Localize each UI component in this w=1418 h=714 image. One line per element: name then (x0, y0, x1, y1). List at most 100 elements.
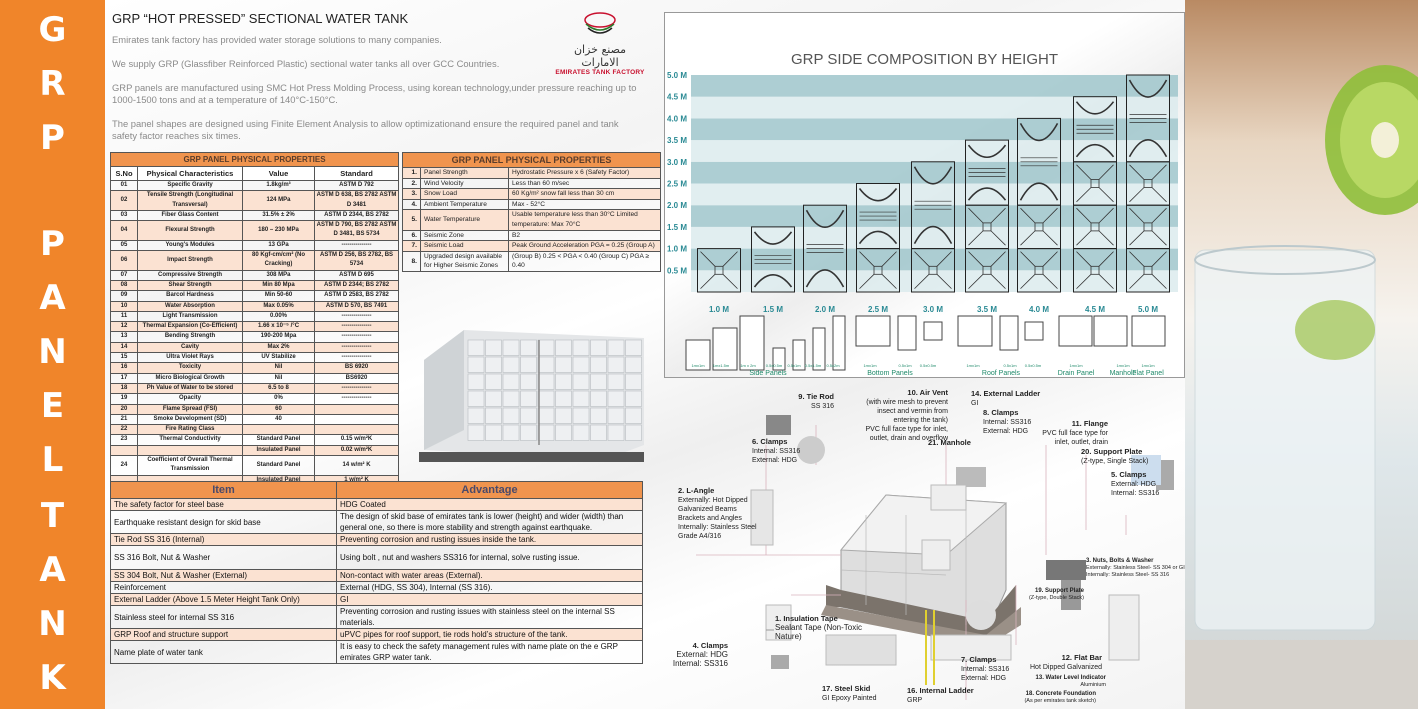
height-band (691, 140, 1178, 162)
table-cell: Compressive Strength (137, 269, 243, 281)
table-cell: --------------- (313, 341, 400, 354)
callout-title: 14. External Ladder (971, 389, 1041, 398)
table-cell: Reinforcement (110, 581, 337, 594)
bar-15M (751, 226, 795, 293)
panel-shape-icon (1024, 321, 1044, 341)
title-letter: A (39, 550, 66, 590)
table-cell: ASTM D 2583, BS 2782 (313, 290, 400, 302)
tank-exploded-diagram (696, 415, 1174, 700)
callout-title: 19. Support Plate (1034, 588, 1084, 594)
table-cell: Name plate of water tank (110, 640, 337, 664)
panel-shape-icon (1093, 315, 1128, 347)
callout-detail: (Z-type, Single Stack) (1081, 458, 1149, 465)
callout-detail: External: HDG (676, 650, 728, 659)
table-cell: Impact Strength (137, 250, 243, 271)
table-cell: Preventing corrosion and rusting issues … (336, 533, 643, 546)
callout-title: 21. Manhole (928, 438, 971, 447)
table-cell: ASTM D 570, BS 7491 (313, 300, 400, 312)
height-band (691, 75, 1178, 97)
table-cell: Smoke Development (SD) (137, 413, 243, 426)
panel-size-label: 1mx1m (691, 363, 705, 368)
table-cell: 40 (242, 413, 315, 426)
panel-shape-icon (832, 315, 846, 371)
table-cell: 15 (110, 352, 138, 364)
table-cell: Max - 52°C (508, 198, 661, 211)
intro-paragraph: The panel shapes are designed using Fini… (112, 118, 619, 141)
table-cell: 06 (110, 250, 138, 271)
table-cell: 21 (110, 413, 138, 426)
title-letter: E (40, 386, 65, 426)
table-cell: ASTM D 256, BS 2782, BS 5734 (313, 250, 400, 271)
y-tick-label: 3.0 M (667, 158, 687, 167)
table-cell (313, 403, 400, 415)
tank-body-illustration (696, 415, 1174, 700)
table-cell: ASTM D 695 (313, 269, 400, 281)
height-band (691, 183, 1178, 206)
height-band (691, 270, 1178, 292)
panel-size-label: 1mx1m (1069, 363, 1083, 368)
callout-detail: inlet, outlet, drain (1054, 439, 1108, 446)
title-letter: N (38, 332, 67, 372)
table-cell: 60 (242, 403, 315, 415)
callout-detail: Externally: Hot Dipped Galvanized Beams … (678, 497, 748, 522)
table-cell: Bending Strength (137, 331, 243, 343)
table-cell: 7. (402, 240, 421, 252)
panel-shape-icon (957, 315, 993, 347)
title-letter: P (40, 224, 65, 264)
table-cell: Nil (242, 372, 315, 384)
bar-20M (803, 204, 847, 293)
table-cell: ASTM D 2344, BS 2782 (313, 209, 400, 222)
panel-shape-icon (792, 339, 806, 371)
table-cell: Min 80 Mpa (242, 279, 315, 292)
panel-shape-icon (1131, 315, 1166, 347)
panel-size-label: 0.5x0.5m (766, 363, 783, 368)
bar-30M (911, 161, 955, 293)
table-cell: 1. (402, 167, 421, 179)
bar-45M (1073, 96, 1117, 293)
table-row: 8.Upgraded design available for Higher S… (402, 250, 661, 272)
table-cell: Wind Velocity (420, 177, 509, 190)
table-cell: Fiber Glass Content (137, 209, 243, 222)
panel-shape-icon (772, 347, 786, 371)
callout-title: 11. Flange (1071, 419, 1108, 428)
table-cell: 11 (110, 310, 138, 323)
table-cell: Less than 60 m/sec (508, 177, 661, 190)
table-cell: Ambient Temperature (420, 198, 509, 211)
diagram-callout: 19. Support Plate(Z-type, Double Stack) (1010, 588, 1084, 602)
callout-detail: Externally: Stainless Steel- SS 304 or G… (1086, 565, 1185, 571)
x-tick-label: 4.5 M (1085, 305, 1105, 314)
table-cell: The safety factor for steel base (110, 498, 337, 511)
callout-detail: Aluminium (1080, 682, 1106, 688)
table-cell: Toxicity (137, 362, 243, 374)
panel-size-label: 0.5x1m (1003, 363, 1017, 368)
table-cell: Seismic Zone (420, 229, 509, 242)
x-tick-label: 2.5 M (868, 305, 888, 314)
callout-detail: External: HDG (961, 675, 1007, 682)
x-tick-label: 3.5 M (977, 305, 997, 314)
table-cell: Seismic Load (420, 240, 509, 252)
logo-arabic-text: مصنع خزان الامارات (573, 43, 627, 69)
callout-detail: SS 316 (811, 403, 834, 410)
bar-10M (697, 248, 741, 293)
callout-detail: Sealant Tape (Non-Toxic Nature) (775, 623, 863, 641)
table-cell: 03 (110, 209, 138, 222)
y-tick-label: 4.0 M (667, 114, 687, 123)
y-tick-label: 0.5 M (667, 266, 687, 275)
table-cell: Cavity (137, 341, 243, 354)
height-band (691, 161, 1178, 184)
panel-group-label: Bottom Panels (867, 370, 913, 377)
diagram-callout: 10. Air Vent(with wire mesh to prevent i… (852, 388, 948, 443)
callout-title: 10. Air Vent (907, 388, 948, 397)
table-cell: GRP Roof and structure support (110, 628, 337, 641)
